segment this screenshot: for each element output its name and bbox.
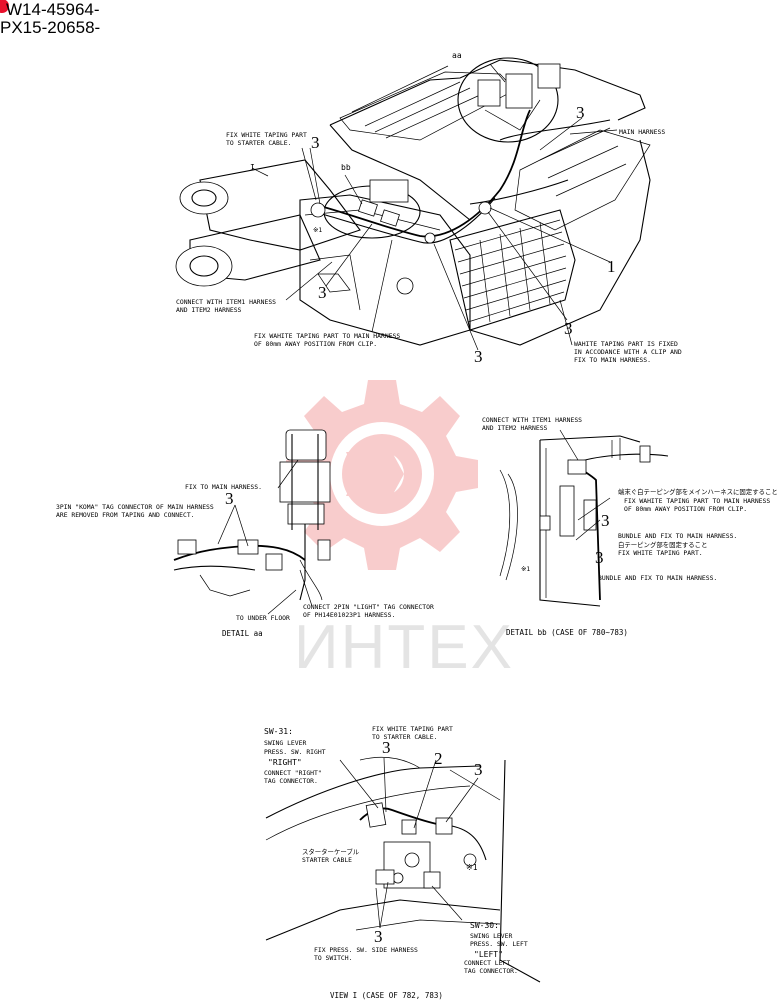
part-number-3: 3 xyxy=(374,927,383,946)
part-number-3: 3 xyxy=(225,489,234,508)
view-i-drawing xyxy=(265,756,541,983)
watermark: ИНТЕХ xyxy=(286,380,514,682)
label-connect-item: CONNECT WITH ITEM1 HARNESS xyxy=(482,416,582,424)
part-number-3: 3 xyxy=(382,738,391,757)
ref-mark-1: ※1 xyxy=(466,863,478,872)
caption-detail-bb: DETAIL bb (CASE OF 780~783) xyxy=(506,628,628,637)
callout-aa: aa xyxy=(452,51,462,60)
callout-bb: bb xyxy=(341,163,351,172)
label-connect-item: AND ITEM2 HARNESS xyxy=(482,424,548,432)
label-fix-press-sw: TO SWITCH. xyxy=(314,954,352,962)
label-sw31: TAG CONNECTOR. xyxy=(264,777,318,785)
part-number-3: 3 xyxy=(576,103,585,122)
label-jp-fix: 端末ぐ白テーピング部をメインハーネスに固定すること xyxy=(618,487,778,496)
label-sw31: CONNECT "RIGHT" xyxy=(264,769,322,777)
watermark-gear-icon xyxy=(286,380,478,570)
label-sw31: "RIGHT" xyxy=(268,758,302,767)
label-sw30: PRESS. SW. LEFT xyxy=(470,940,528,948)
label-fix-white: FIX WHITE TAPING PART. xyxy=(618,549,703,557)
label-sw31: SW-31: xyxy=(264,727,293,736)
label-2pin-light: CONNECT 2PIN "LIGHT" TAG CONNECTOR xyxy=(303,603,434,611)
part-number-3: 3 xyxy=(564,319,573,338)
label-fix-80mm: FIX WAHITE TAPING PART TO MAIN HARNESS xyxy=(624,497,770,505)
label-fix-white: TO STARTER CABLE. xyxy=(372,733,437,741)
ref-mark-1: ※1 xyxy=(521,565,530,573)
label-bundle-fix: BUNDLE AND FIX TO MAIN HARNESS. xyxy=(598,574,717,582)
label-connect-item: CONNECT WITH ITEM1 HARNESS xyxy=(176,298,276,306)
label-bundle-fix: BUNDLE AND FIX TO MAIN HARNESS. xyxy=(618,532,737,540)
part-number-1: 1 xyxy=(607,257,616,276)
part-number-3: 3 xyxy=(474,347,483,366)
label-wahite-taping: IN ACCODANCE WITH A CLIP AND xyxy=(574,348,682,356)
label-fix-to-main: FIX TO MAIN HARNESS. xyxy=(185,483,262,491)
part-number-3: 3 xyxy=(595,548,604,567)
brand-badge-icon xyxy=(0,0,9,13)
label-2pin-light: OF PH14E01023P1 HARNESS. xyxy=(303,611,395,619)
label-3pin-koma: ARE REMOVED FROM TAPING AND CONNECT. xyxy=(56,511,195,519)
label-fix-press-sw: FIX PRESS. SW. SIDE HARNESS xyxy=(314,946,418,954)
part-number-3: 3 xyxy=(318,283,327,302)
label-wahite-taping: WAHITE TAPING PART IS FIXED xyxy=(574,340,678,348)
label-sw31: PRESS. SW. RIGHT xyxy=(264,748,326,756)
label-fix-80mm: FIX WAHITE TAPING PART TO MAIN HARNESS xyxy=(254,332,400,340)
label-wahite-taping: FIX TO MAIN HARNESS. xyxy=(574,356,651,364)
label-sw30: CONNECT LEFT xyxy=(464,959,510,967)
part-number-2: 2 xyxy=(434,749,443,768)
label-fix-white: FIX WHITE TAPING PART xyxy=(372,725,453,733)
label-sw31: SWING LEVER xyxy=(264,739,306,747)
part-number-3: 3 xyxy=(474,760,483,779)
label-sw30: "LEFT" xyxy=(474,950,503,959)
view-arrow-label: I xyxy=(250,163,255,172)
top-view-drawing xyxy=(175,57,651,351)
label-main-harness: MAIN HARNESS xyxy=(619,128,665,136)
label-fix-80mm: OF 80mm AWAY POSITION FROM CLIP. xyxy=(624,505,747,513)
detail-bb-drawing xyxy=(499,429,669,607)
part-number-3: 3 xyxy=(311,133,320,152)
label-fix-white: FIX WHITE TAPING PART xyxy=(226,131,307,139)
caption-view-i: VIEW I (CASE OF 782, 783) xyxy=(330,991,443,1000)
label-starter-cable: STARTER CABLE xyxy=(302,856,352,864)
label-fix-white: TO STARTER CABLE. xyxy=(226,139,291,147)
label-jp-white: 白テーピング部を固定すること xyxy=(618,540,707,549)
label-under-floor: TO UNDER FLOOR xyxy=(236,614,290,622)
watermark-text: ИНТЕХ xyxy=(294,613,514,682)
label-starter-jp: スターターケーブル xyxy=(302,847,360,856)
label-connect-item: AND ITEM2 HARNESS xyxy=(176,306,242,314)
serial-line-2: PX15-20658- xyxy=(0,18,100,37)
label-sw30: TAG CONNECTOR. xyxy=(464,967,518,975)
label-sw30: SW-30: xyxy=(470,921,499,930)
detail-aa-drawing xyxy=(173,429,331,615)
part-number-3: 3 xyxy=(601,511,610,530)
ref-mark-1: ※1 xyxy=(313,226,322,234)
label-3pin-koma: 3PIN "KOMA" TAG CONNECTOR OF MAIN HARNES… xyxy=(56,503,214,511)
serial-line-1: W14-45964- xyxy=(6,0,100,19)
caption-detail-aa: DETAIL aa xyxy=(222,629,263,638)
label-fix-80mm: OF 80mm AWAY POSITION FROM CLIP. xyxy=(254,340,377,348)
label-sw30: SWING LEVER xyxy=(470,932,512,940)
